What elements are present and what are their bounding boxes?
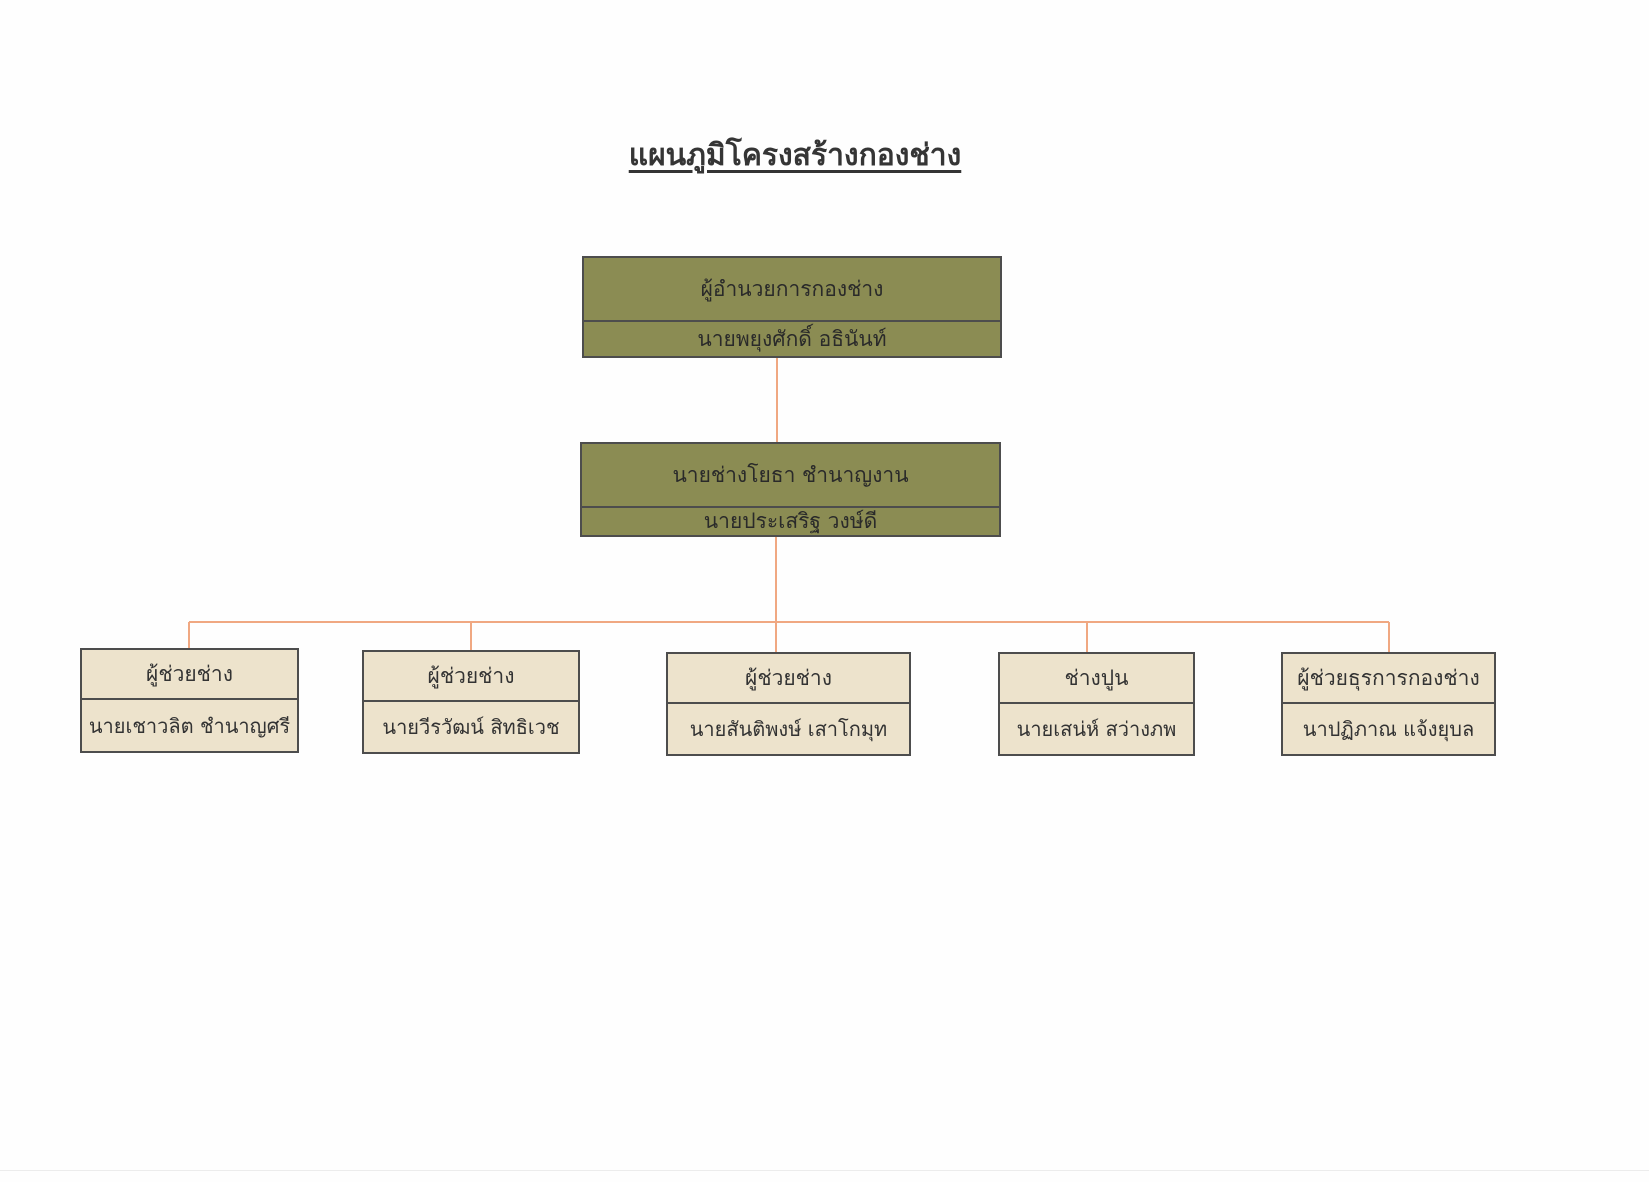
staff-box-4: ช่างปูน นายเสน่ห์ สว่างภพ [998, 652, 1195, 756]
staff-1-position: ผู้ช่วยช่าง [146, 661, 233, 686]
staff-3-name: นายสันติพงษ์ เสาโกมุท [668, 702, 909, 754]
scan-edge-line [0, 1170, 1649, 1171]
staff-5-name: นาปฏิภาณ แจ้งยุบล [1283, 702, 1494, 754]
director-name: นายพยุงศักดิ์ อธินันท์ [584, 320, 1000, 356]
staff-3-position: ผู้ช่วยช่าง [745, 665, 832, 690]
staff-box-5: ผู้ช่วยธุรการกองช่าง นาปฏิภาณ แจ้งยุบล [1281, 652, 1496, 756]
staff-box-2: ผู้ช่วยช่าง นายวีรวัฒน์ สิทธิเวช [362, 650, 580, 754]
staff-4-position: ช่างปูน [1064, 665, 1129, 690]
engineer-box: นายช่างโยธา ชำนาญงาน นายประเสริฐ วงษ์ดี [580, 442, 1001, 537]
staff-box-1: ผู้ช่วยช่าง นายเชาวลิต ชำนาญศรี [80, 648, 299, 753]
engineer-position: นายช่างโยธา ชำนาญงาน [672, 462, 909, 487]
staff-1-name: นายเชาวลิต ชำนาญศรี [82, 698, 297, 751]
staff-2-position: ผู้ช่วยช่าง [427, 663, 515, 688]
chart-title: แผนภูมิโครงสร้างกองช่าง [628, 138, 962, 173]
staff-2-name: นายวีรวัฒน์ สิทธิเวช [364, 700, 578, 752]
staff-box-3: ผู้ช่วยช่าง นายสันติพงษ์ เสาโกมุท [666, 652, 911, 756]
director-position: ผู้อำนวยการกองช่าง [700, 276, 884, 301]
director-box: ผู้อำนวยการกองช่าง นายพยุงศักดิ์ อธินันท… [582, 256, 1002, 358]
staff-5-position: ผู้ช่วยธุรการกองช่าง [1297, 665, 1480, 690]
staff-4-name: นายเสน่ห์ สว่างภพ [1000, 702, 1193, 754]
engineer-name: นายประเสริฐ วงษ์ดี [582, 506, 999, 535]
